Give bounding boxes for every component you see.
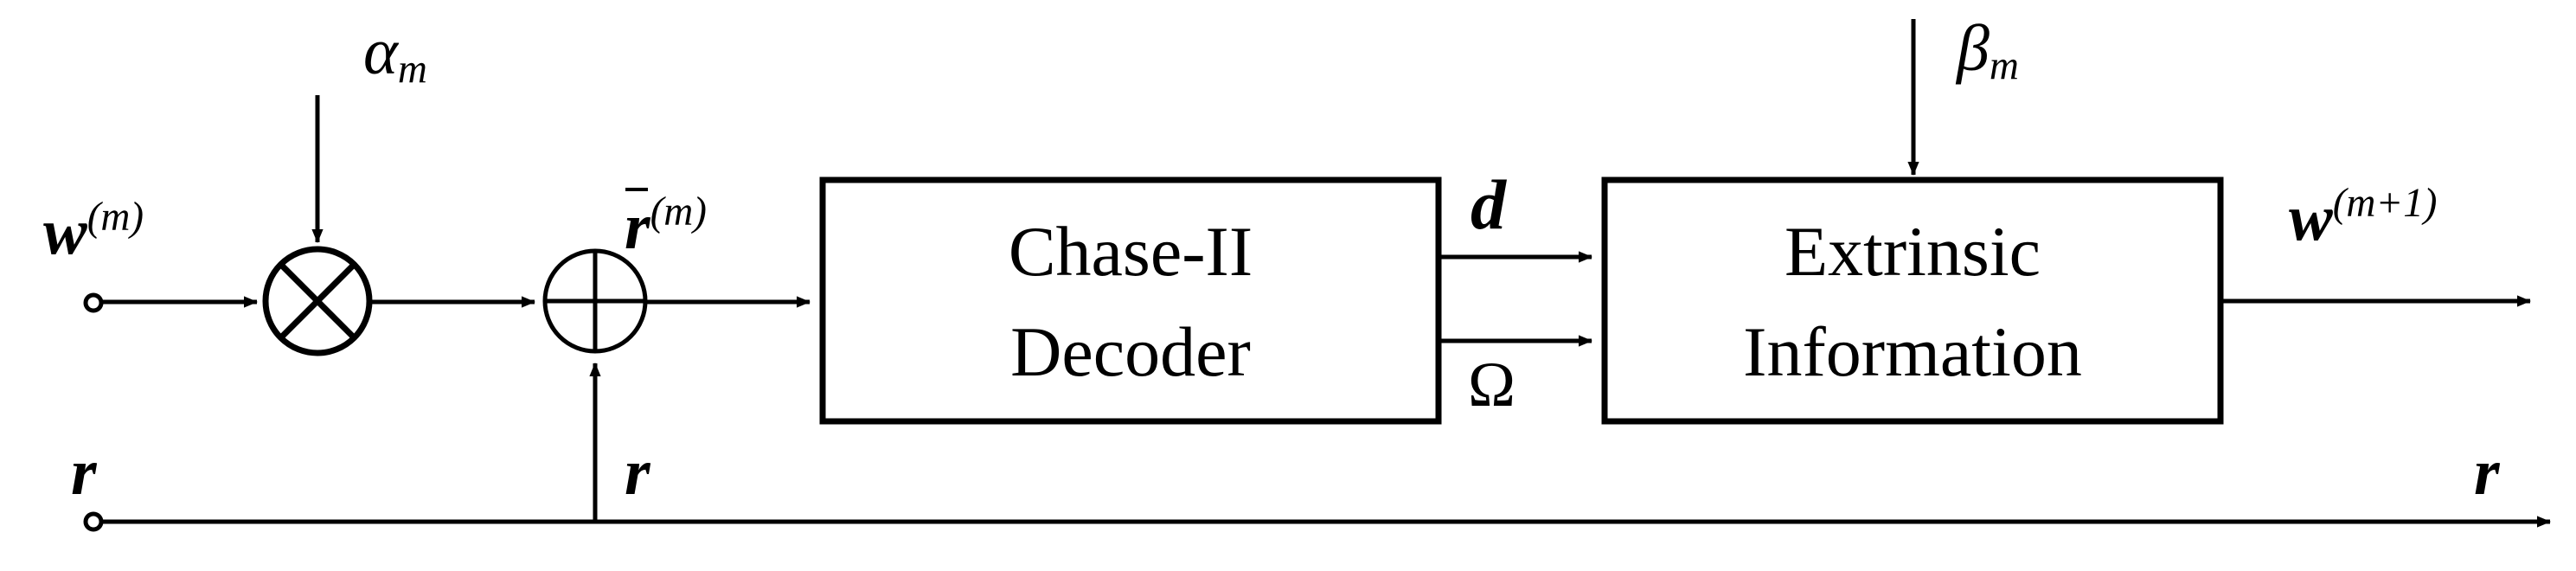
omega-label: Ω (1468, 353, 1515, 417)
alpha-subscript: m (397, 47, 427, 93)
r-bar-base: r (625, 187, 650, 264)
output-w-superscript: (m+1) (2332, 181, 2438, 226)
r-right-symbol: r (2474, 436, 2500, 509)
extrinsic-information-box (1601, 176, 2224, 425)
d-label: d (1471, 170, 1506, 241)
d-symbol: d (1471, 165, 1506, 244)
r-branch-symbol: r (625, 436, 650, 509)
chase-ii-decoder-line1: Chase-II (1008, 212, 1253, 291)
chase-ii-decoder-box (819, 176, 1442, 425)
r-bar-superscript: (m) (650, 189, 707, 234)
r-left-symbol: r (71, 436, 97, 509)
output-w-base: w (2289, 182, 2333, 255)
r-left-label: r (71, 439, 97, 505)
input-w-label: w(m) (43, 195, 144, 269)
input-w-terminal (83, 292, 104, 313)
extrinsic-information-label: Extrinsic Information (1605, 216, 2220, 388)
multiplier-stroke-b (279, 262, 356, 340)
input-r-terminal (83, 511, 104, 532)
r-right-label: r (2474, 439, 2500, 505)
beta-symbol: β (1957, 12, 1990, 85)
output-w-label: w(m+1) (2289, 183, 2437, 251)
input-w-base: w (43, 196, 87, 269)
extrinsic-information-line1: Extrinsic (1784, 212, 2041, 291)
chase-ii-decoder-label: Chase-II Decoder (823, 216, 1439, 388)
chase-ii-decoder-line2: Decoder (1010, 312, 1251, 391)
omega-symbol: Ω (1468, 350, 1515, 420)
beta-m-label: βm (1957, 16, 2019, 87)
extrinsic-information-line2: Information (1743, 312, 2082, 391)
alpha-symbol: α (363, 16, 398, 88)
input-w-superscript: (m) (87, 195, 144, 240)
beta-subscript: m (1989, 43, 2019, 89)
alpha-m-label: αm (363, 19, 427, 90)
r-bar-m-label: r(m) (625, 187, 707, 264)
r-branch-label: r (625, 439, 650, 505)
